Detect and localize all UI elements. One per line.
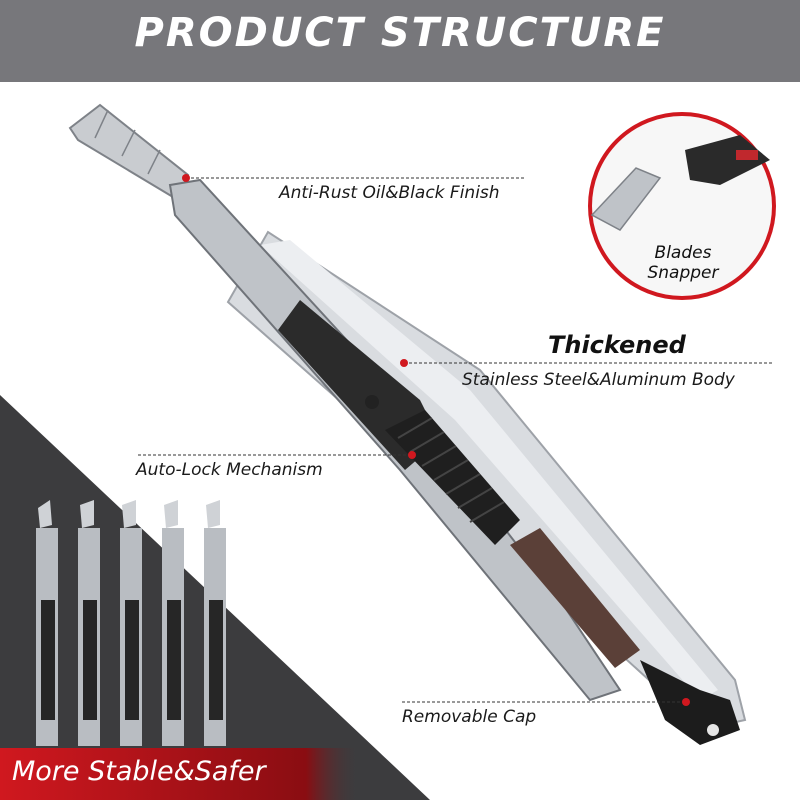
header-bar [0, 0, 800, 82]
small-cutter-4 [162, 500, 184, 746]
small-cutter-5 [204, 500, 226, 746]
page-title: PRODUCT STRUCTURE [134, 10, 666, 56]
inset-label-line1: Blades [654, 243, 712, 263]
inset-label-line2: Snapper [647, 263, 719, 283]
small-cutter-1 [36, 500, 58, 746]
badge-text: More Stable&Safer [12, 756, 266, 787]
small-cutter-3 [120, 500, 142, 746]
small-cutter-2 [78, 500, 100, 746]
red-badge [0, 748, 360, 800]
callout-removable-cap: Removable Cap [402, 707, 537, 727]
callout-body: Stainless Steel&Aluminum Body [462, 370, 735, 390]
callout-auto-lock: Auto-Lock Mechanism [136, 460, 323, 480]
callout-anti-rust: Anti-Rust Oil&Black Finish [279, 183, 500, 203]
callout-thickened: Thickened [548, 331, 686, 359]
inset-label: Blades Snapper [628, 243, 738, 283]
